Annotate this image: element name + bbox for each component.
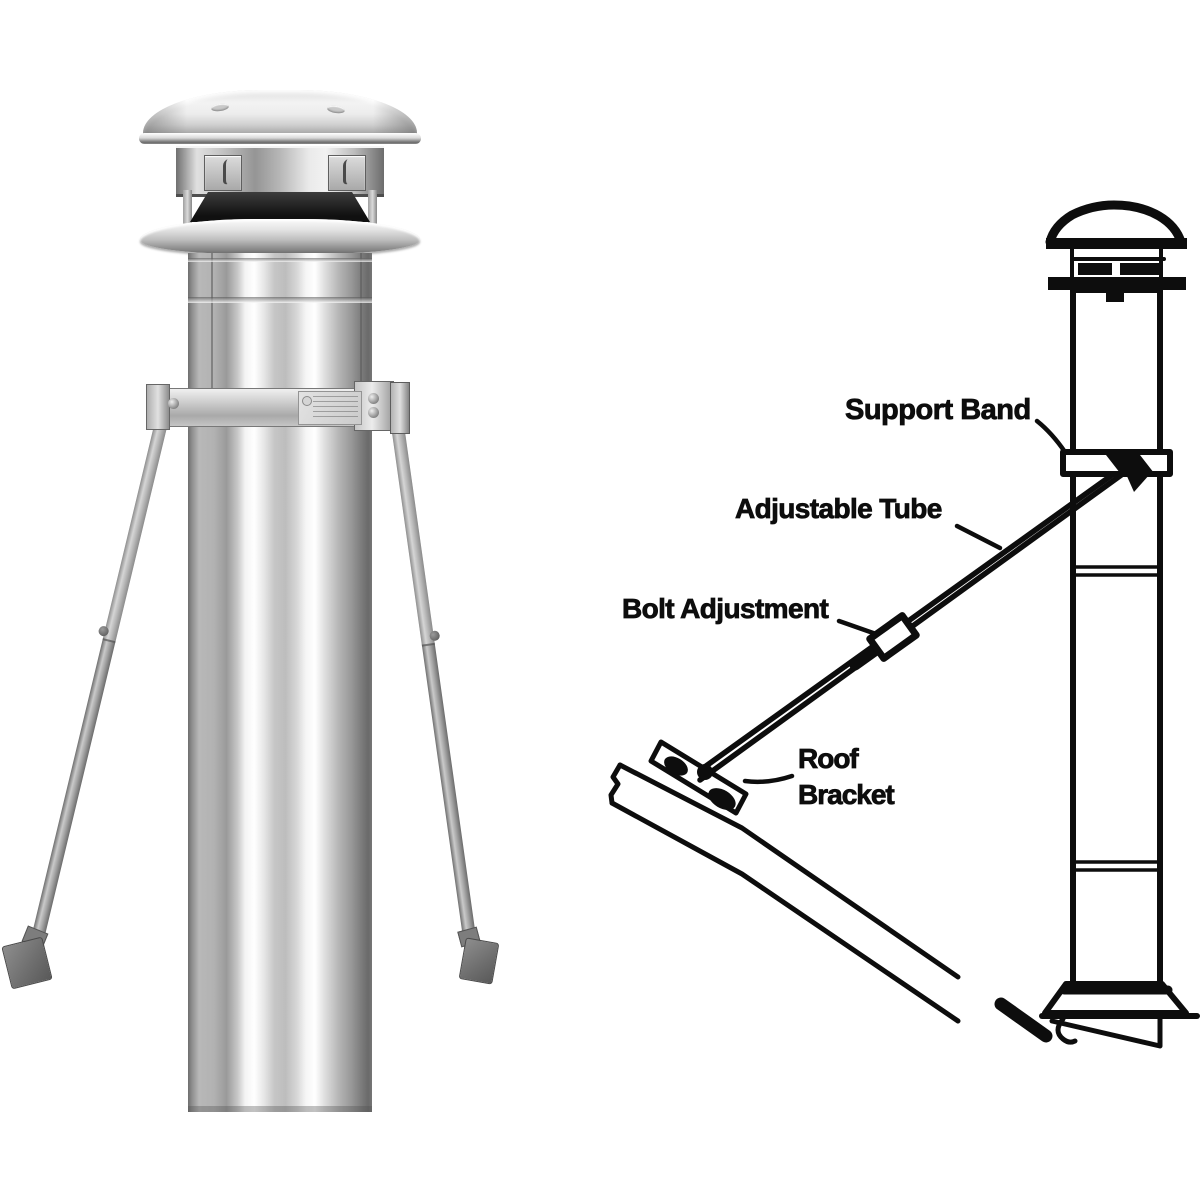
label-bolt-adjustment: Bolt Adjustment — [622, 593, 828, 624]
leader-bolt-adjustment — [836, 618, 879, 637]
diagram-bolt-adjustment — [866, 612, 920, 662]
cap-skirt-flange — [140, 219, 420, 254]
pipe-seam — [360, 253, 362, 392]
diagram-support-band — [1060, 449, 1173, 492]
diagram-roof-bracket — [648, 739, 749, 816]
cap-support-post — [183, 190, 192, 224]
cap-bracket-tab — [328, 155, 366, 191]
pipe-joint — [188, 258, 372, 262]
support-band-hinge — [390, 382, 410, 434]
leg-foot-right — [458, 937, 500, 985]
sticker-fine-print — [313, 396, 358, 420]
label-roof-bracket-line1: Roof — [798, 743, 859, 774]
leg-upper-channel — [390, 417, 435, 647]
product-label-sticker — [298, 391, 362, 425]
band-bolt — [368, 393, 379, 404]
cap-wire-clip — [343, 157, 353, 186]
diagram-chimney-cap — [1045, 200, 1187, 302]
sticker-logo-icon — [302, 396, 312, 406]
pipe-seam — [211, 253, 213, 392]
pipe-bottom-edge — [188, 1106, 372, 1112]
leg-upper-channel — [102, 416, 169, 644]
chimney-pipe — [188, 253, 372, 1112]
label-support-band: Support Band — [845, 394, 1031, 426]
installation-diagram: Support Band Adjustable Tube Bolt Adjust… — [608, 200, 1200, 1049]
leader-roof-bracket — [742, 773, 795, 785]
diagram-roof-line — [608, 762, 1163, 1049]
leader-adjustable-tube — [954, 523, 1003, 551]
pipe-joint — [188, 297, 372, 303]
cap-rim — [139, 133, 421, 144]
diagram-pipe — [1070, 287, 1163, 987]
leader-support-band — [1034, 418, 1068, 455]
tripod-leg-right — [390, 417, 478, 950]
band-bolt — [168, 398, 179, 409]
cap-dome — [143, 90, 417, 140]
leg-adjustment-bolt — [429, 630, 441, 642]
tripod-leg-left — [31, 416, 169, 941]
label-roof-bracket-line2: Bracket — [798, 779, 894, 810]
cap-inner-cone — [190, 192, 370, 222]
leg-foot-left — [1, 936, 53, 990]
diagram-flashing — [1039, 981, 1200, 1019]
cap-support-post — [368, 190, 377, 224]
cap-bracket-tab — [204, 155, 242, 191]
support-band-hinge — [146, 384, 170, 430]
label-adjustable-tube: Adjustable Tube — [735, 493, 942, 524]
tube-end-pin — [697, 764, 713, 780]
band-bolt — [368, 407, 379, 418]
cap-wire-clip — [223, 157, 233, 186]
